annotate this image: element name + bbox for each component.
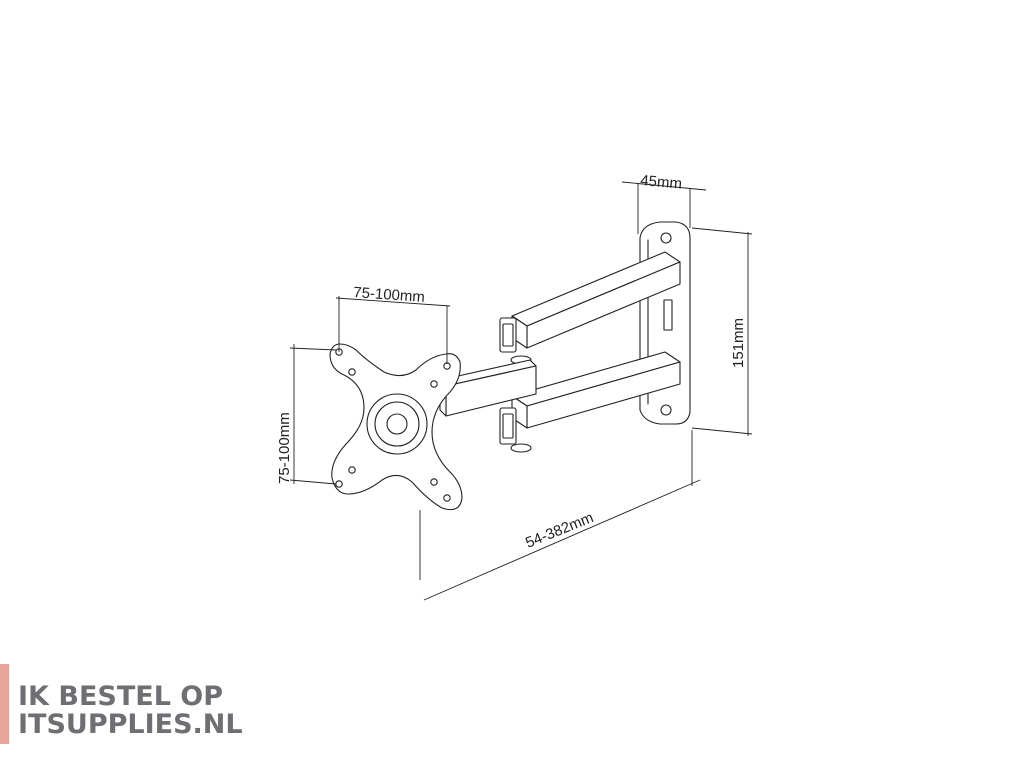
upper-arm: [499, 251, 681, 365]
dimension-vesa-vertical: [289, 344, 337, 485]
dimension-height-right: [691, 227, 753, 436]
label-vesa-vertical: 75-100mm: [276, 412, 293, 484]
vesa-hole: [348, 466, 356, 474]
vesa-center-inner: [386, 413, 408, 435]
brand-logo: IK BESTEL OP ITSUPPLIES.NL: [0, 664, 260, 744]
vesa-plate: [329, 343, 463, 511]
vesa-hole: [430, 380, 438, 388]
lower-arm: [499, 351, 681, 453]
brand-accent-bar: [0, 664, 9, 744]
label-width-top: 45mm: [640, 172, 683, 193]
vesa-hole: [335, 480, 343, 488]
vesa-hole: [443, 494, 451, 502]
dimension-width-top: [621, 181, 707, 234]
wall-plate-hole-bottom: [660, 404, 672, 416]
dimension-extension: [419, 430, 701, 601]
label-vesa-horizontal: 75-100mm: [353, 284, 426, 306]
vesa-hole: [348, 368, 356, 376]
wall-plate-hole-top: [660, 232, 672, 244]
label-height-right: 151mm: [730, 318, 747, 368]
brand-line-1: IK BESTEL OP: [18, 681, 224, 712]
dimension-vesa-horizontal: [335, 296, 451, 364]
vesa-hole: [430, 478, 438, 486]
brand-line-2: ITSUPPLIES.NL: [18, 709, 243, 740]
